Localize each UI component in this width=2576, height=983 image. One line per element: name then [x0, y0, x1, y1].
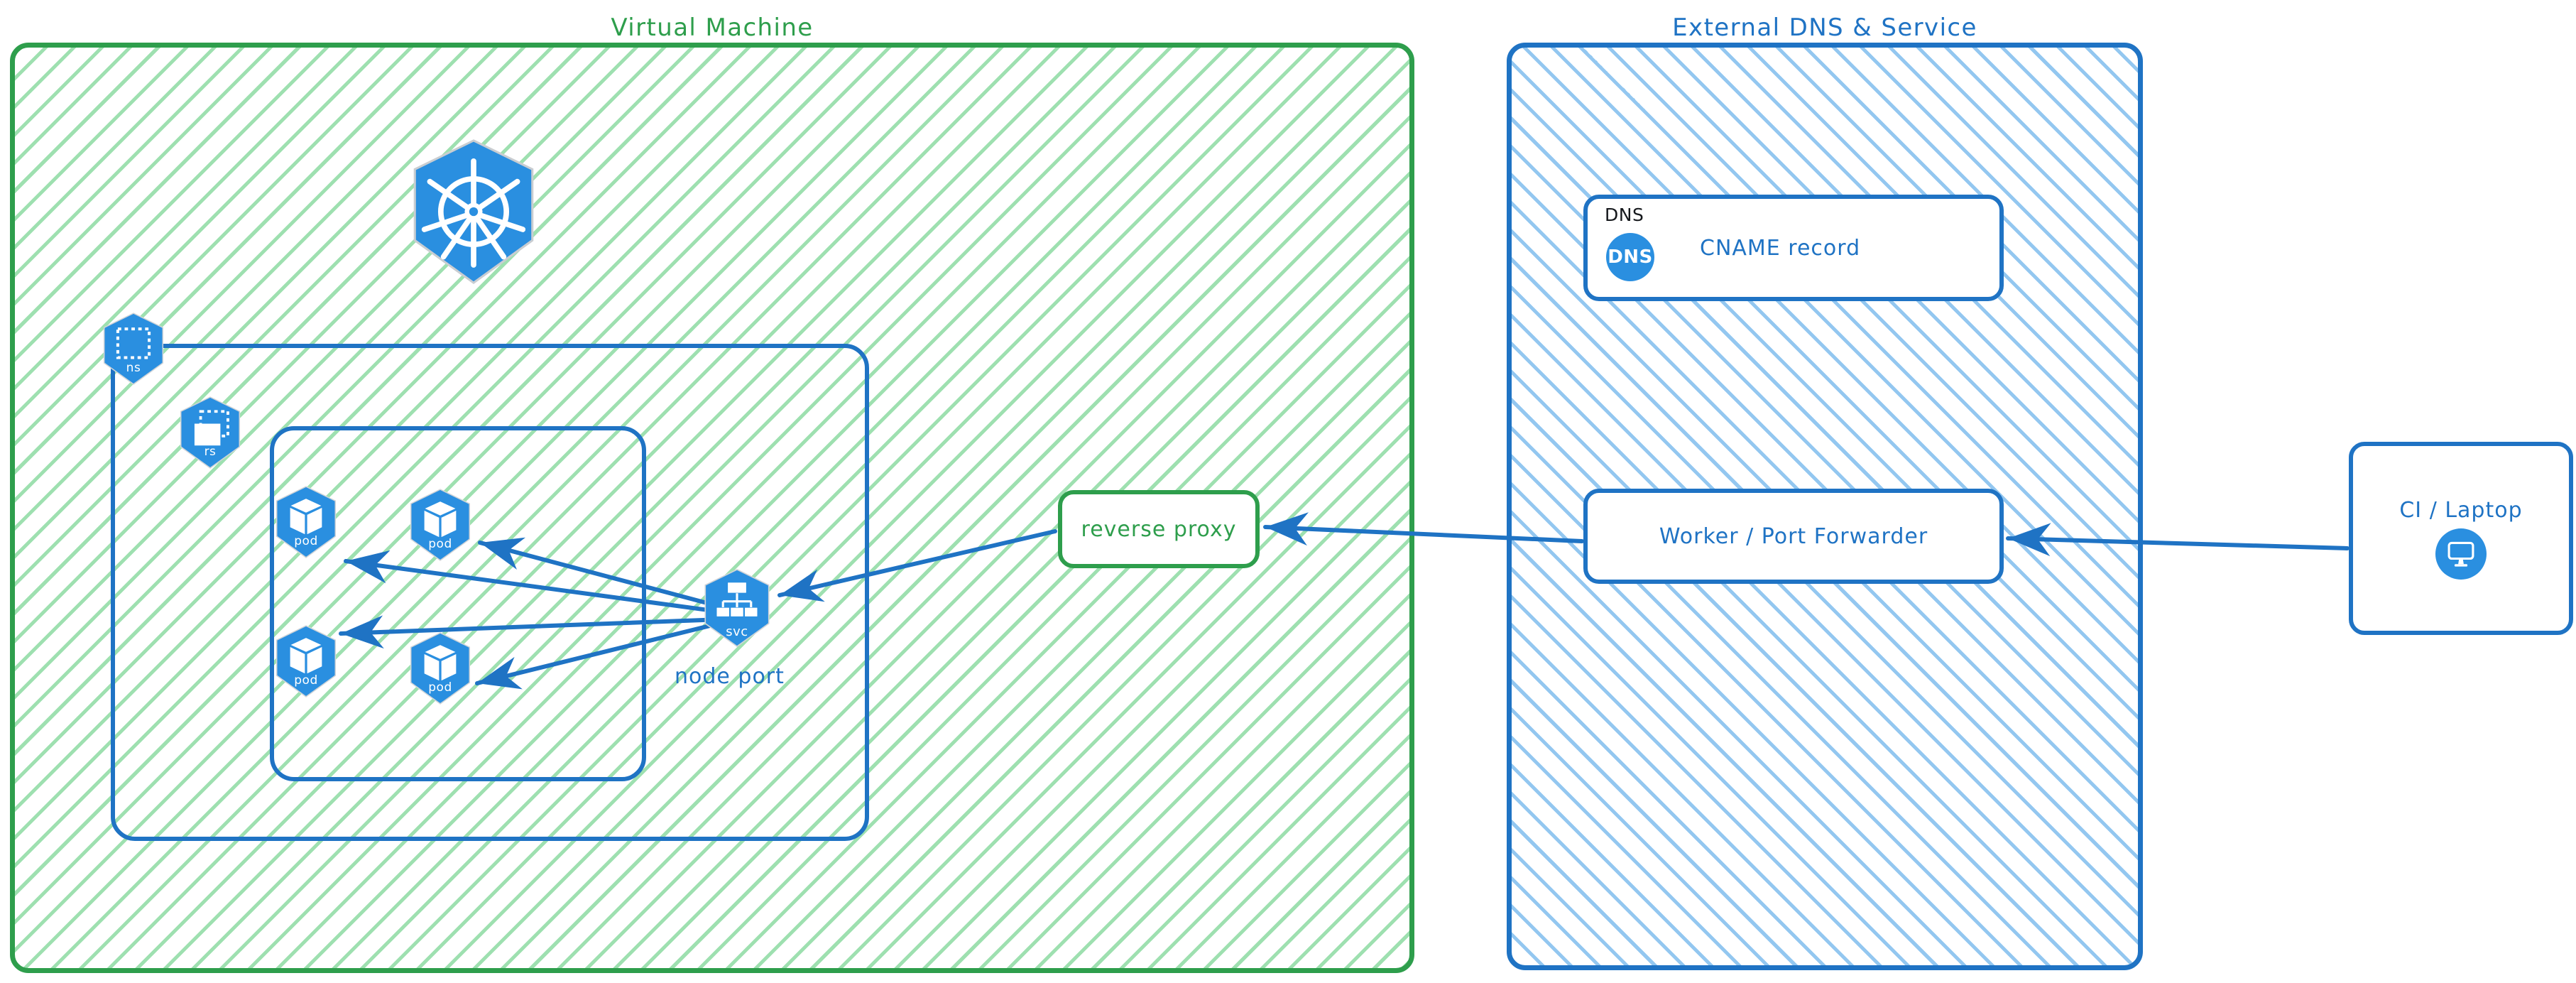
pod-badge: pod	[406, 489, 474, 561]
dns-node-tag: DNS	[1605, 205, 1644, 225]
monitor-icon	[2435, 528, 2487, 580]
ci-laptop-label: CI / Laptop	[2399, 497, 2523, 523]
service-badge: svc	[700, 568, 774, 648]
namespace-badge: ns	[99, 313, 168, 385]
reverse-proxy-label: reverse proxy	[1081, 516, 1237, 542]
ci-laptop-node[interactable]: CI / Laptop	[2349, 442, 2573, 635]
dns-record-node[interactable]: DNS DNS CNAME record	[1583, 195, 2004, 301]
dns-icon: DNS	[1606, 233, 1654, 281]
worker-port-forwarder-node[interactable]: Worker / Port Forwarder	[1583, 489, 2004, 584]
dns-record-label: CNAME record	[1700, 235, 1861, 261]
group-title-external-dns-service: External DNS & Service	[1672, 13, 1977, 42]
replicaset-boundary-box	[270, 426, 646, 781]
kubernetes-logo-icon	[405, 139, 542, 284]
pod-badge: pod	[272, 625, 340, 697]
pod-badge: pod	[406, 632, 474, 705]
pod-badge: pod	[272, 486, 340, 558]
group-title-virtual-machine: Virtual Machine	[611, 13, 814, 42]
node-port-caption: node port	[675, 664, 785, 689]
worker-port-forwarder-label: Worker / Port Forwarder	[1659, 523, 1928, 549]
reverse-proxy-node[interactable]: reverse proxy	[1058, 490, 1260, 568]
replicaset-badge: rs	[176, 396, 244, 469]
